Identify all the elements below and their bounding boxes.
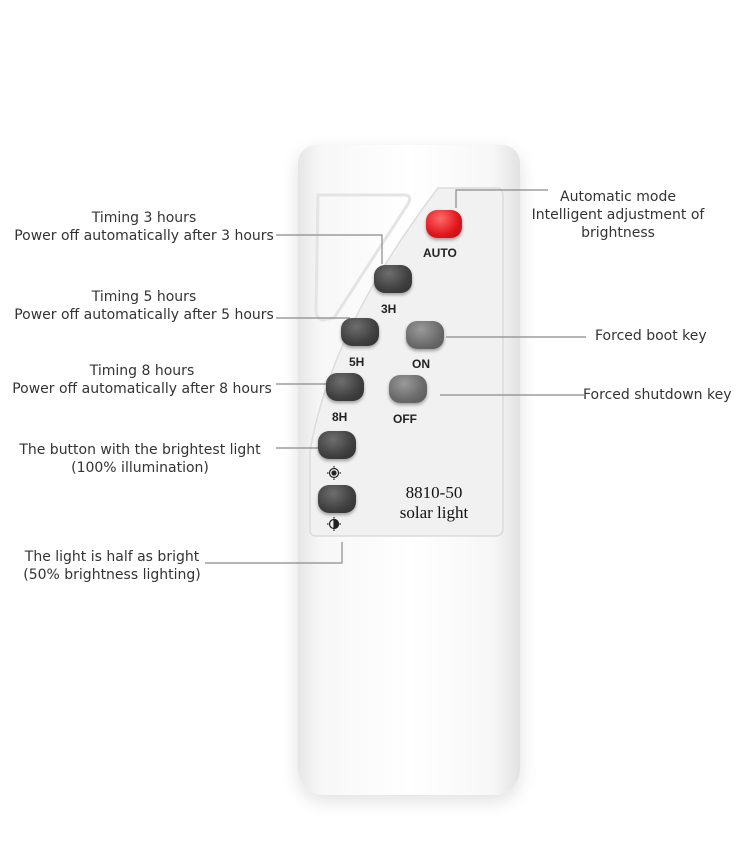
annotation-3h: Timing 3 hours Power off automatically a… — [10, 209, 278, 245]
timer-3h-button[interactable] — [374, 265, 412, 293]
annotation-5h: Timing 5 hours Power off automatically a… — [10, 288, 278, 324]
leader-3h — [276, 234, 383, 264]
auto-button[interactable] — [426, 210, 462, 238]
timer-5h-label: 5H — [349, 355, 365, 369]
off-button[interactable] — [389, 375, 427, 403]
annotation-bright: The button with the brightest light (100… — [10, 441, 270, 477]
annotation-auto-line1: Automatic mode — [560, 189, 676, 205]
leader-auto — [455, 189, 548, 208]
button-panel — [309, 187, 504, 537]
annotation-half: The light is half as bright (50% brightn… — [14, 548, 210, 584]
annotation-5h-line2: Power off automatically after 5 hours — [14, 307, 274, 323]
full-brightness-button[interactable] — [318, 431, 356, 459]
model-number: 8810-50 — [405, 483, 463, 502]
annotation-8h-line2: Power off automatically after 8 hours — [12, 381, 272, 397]
annotation-8h: Timing 8 hours Power off automatically a… — [8, 362, 276, 398]
timer-8h-button[interactable] — [326, 373, 364, 401]
annotation-bright-line2: (100% illumination) — [71, 460, 209, 476]
annotation-8h-line1: Timing 8 hours — [89, 363, 195, 379]
annotation-on-line1: Forced boot key — [595, 328, 707, 344]
off-button-label: OFF — [393, 412, 417, 426]
half-brightness-button[interactable] — [318, 485, 356, 513]
annotation-off-line1: Forced shutdown key — [583, 387, 732, 403]
annotation-5h-line1: Timing 5 hours — [91, 289, 197, 305]
on-button-label: ON — [412, 357, 430, 371]
half-bright-symbol-icon — [327, 517, 341, 531]
timer-8h-label: 8H — [332, 410, 348, 424]
auto-button-label: AUTO — [423, 246, 457, 260]
annotation-auto-line2: Intelligent adjustment of brightness — [531, 207, 705, 241]
annotation-bright-line1: The button with the brightest light — [19, 442, 261, 458]
timer-5h-button[interactable] — [341, 318, 379, 346]
annotation-auto: Automatic mode Intelligent adjustment of… — [496, 188, 740, 242]
annotation-3h-line2: Power off automatically after 3 hours — [14, 228, 274, 244]
annotation-half-line1: The light is half as bright — [24, 549, 200, 565]
annotation-3h-line1: Timing 3 hours — [91, 210, 197, 226]
annotation-on: Forced boot key — [595, 327, 707, 345]
bright-symbol-icon — [327, 466, 341, 480]
annotation-off: Forced shutdown key — [583, 386, 731, 404]
annotation-half-line2: (50% brightness lighting) — [23, 567, 201, 583]
leader-half — [205, 542, 343, 564]
timer-3h-label: 3H — [381, 302, 397, 316]
model-name: solar light — [399, 503, 469, 522]
on-button[interactable] — [406, 321, 444, 349]
